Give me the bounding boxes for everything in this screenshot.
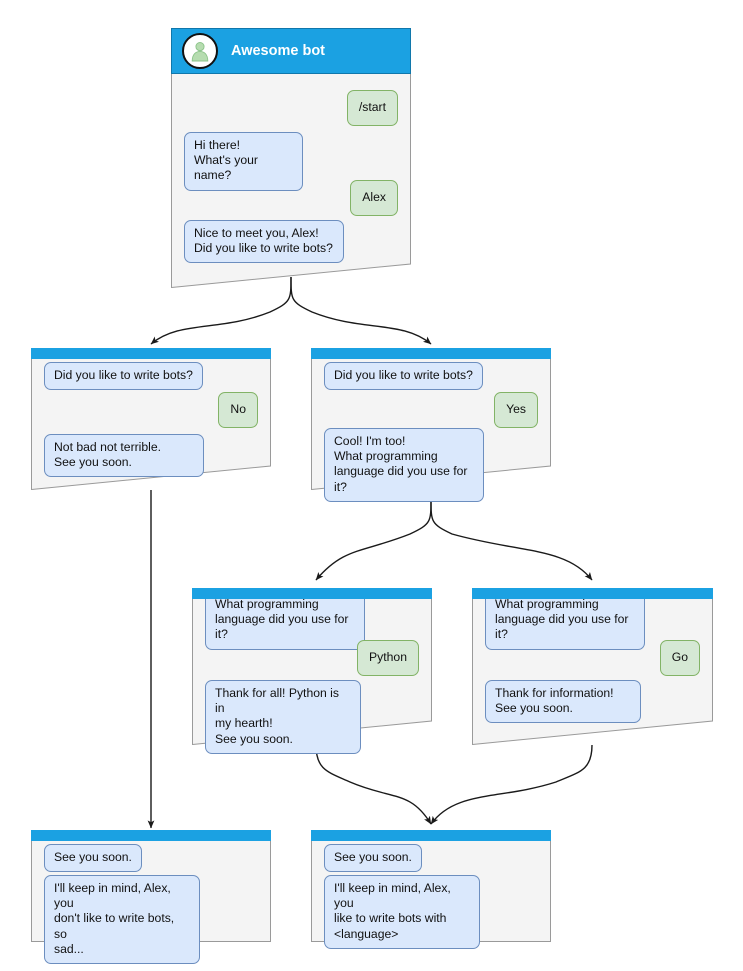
card-root[interactable]: Awesome bot /start Hi there! What's your…: [171, 28, 411, 288]
card-yes-branch[interactable]: Did you like to write bots? Yes Cool! I'…: [311, 348, 551, 502]
edge-yes-to-python: [315, 498, 432, 581]
card-go-branch[interactable]: What programming language did you use fo…: [472, 588, 713, 745]
card-python-branch[interactable]: What programming language did you use fo…: [192, 588, 432, 754]
message-bubble-user: Yes: [494, 392, 538, 429]
card-end-sad[interactable]: See you soon. I'll keep in mind, Alex, y…: [31, 830, 271, 965]
message-bubble-bot: Cool! I'm too! What programming language…: [324, 428, 484, 502]
bot-title: Awesome bot: [231, 43, 326, 59]
message-bubble-bot: Did you like to write bots?: [44, 362, 203, 391]
message-bubble-bot: See you soon.: [44, 844, 142, 873]
message-bubble-bot: Thank for information! See you soon.: [485, 680, 641, 724]
edge-yes-to-go: [430, 498, 593, 581]
person-avatar-icon: [182, 33, 218, 69]
message-bubble-user: /start: [346, 90, 398, 127]
message-bubble-user: Go: [659, 640, 700, 677]
message-bubble-bot: I'll keep in mind, Alex, you don't like …: [44, 875, 200, 965]
card-yes-branch-header: [311, 348, 551, 359]
card-end-sad-header: [31, 830, 271, 841]
message-bubble-bot: Thank for all! Python is in my hearth! S…: [205, 680, 361, 754]
message-bubble-bot: See you soon.: [324, 844, 422, 873]
message-bubble-bot: Hi there! What's your name?: [184, 132, 303, 191]
card-root-header: Awesome bot: [171, 28, 411, 74]
card-no-branch[interactable]: Did you like to write bots? No Not bad n…: [31, 348, 271, 490]
card-end-happy[interactable]: See you soon. I'll keep in mind, Alex, y…: [311, 830, 551, 949]
message-bubble-bot: Not bad not terrible. See you soon.: [44, 434, 204, 478]
card-go-branch-header: [472, 588, 713, 599]
edge-go-to-end: [430, 744, 593, 825]
message-bubble-bot: What programming language did you use fo…: [485, 591, 645, 650]
message-bubble-bot: Did you like to write bots?: [324, 362, 483, 391]
message-bubble-bot: Nice to meet you, Alex! Did you like to …: [184, 220, 344, 264]
card-python-branch-header: [192, 588, 432, 599]
card-end-happy-header: [311, 830, 551, 841]
card-no-branch-header: [31, 348, 271, 359]
message-bubble-bot: I'll keep in mind, Alex, you like to wri…: [324, 875, 480, 949]
message-bubble-user: Python: [357, 640, 419, 677]
message-bubble-user: No: [218, 392, 258, 429]
edge-python-to-end: [315, 744, 432, 825]
message-bubble-user: Alex: [350, 180, 398, 217]
message-bubble-bot: What programming language did you use fo…: [205, 591, 365, 650]
